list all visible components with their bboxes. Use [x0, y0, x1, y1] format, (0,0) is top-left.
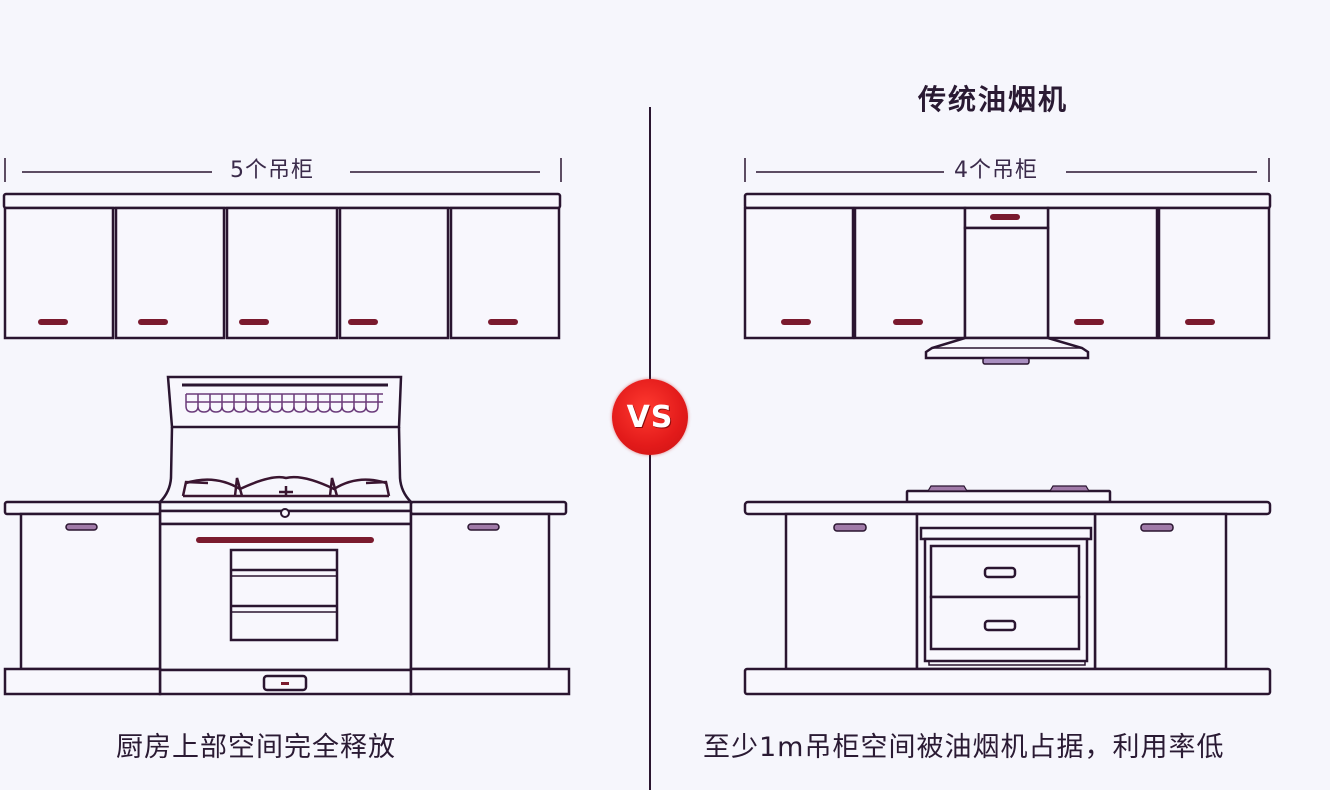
vs-badge: VS [612, 379, 688, 455]
left-dimension-label: 5个吊柜 [222, 160, 322, 182]
integrated-stove [158, 375, 413, 696]
range-hood [924, 206, 1090, 365]
right-base-cabinets [743, 485, 1272, 696]
left-wall-cabinets [2, 192, 562, 340]
right-caption: 至少1m吊柜空间被油烟机占据，利用率低 [703, 732, 1225, 763]
left-dimension-line [4, 158, 562, 182]
right-panel-title: 传统油烟机 [918, 83, 1069, 116]
left-caption: 厨房上部空间完全释放 [116, 732, 396, 763]
left-base-cabinets [3, 500, 571, 696]
right-dimension-label: 4个吊柜 [946, 160, 1046, 182]
right-dimension-line [744, 158, 1270, 182]
right-wall-cabinets [743, 192, 1272, 340]
